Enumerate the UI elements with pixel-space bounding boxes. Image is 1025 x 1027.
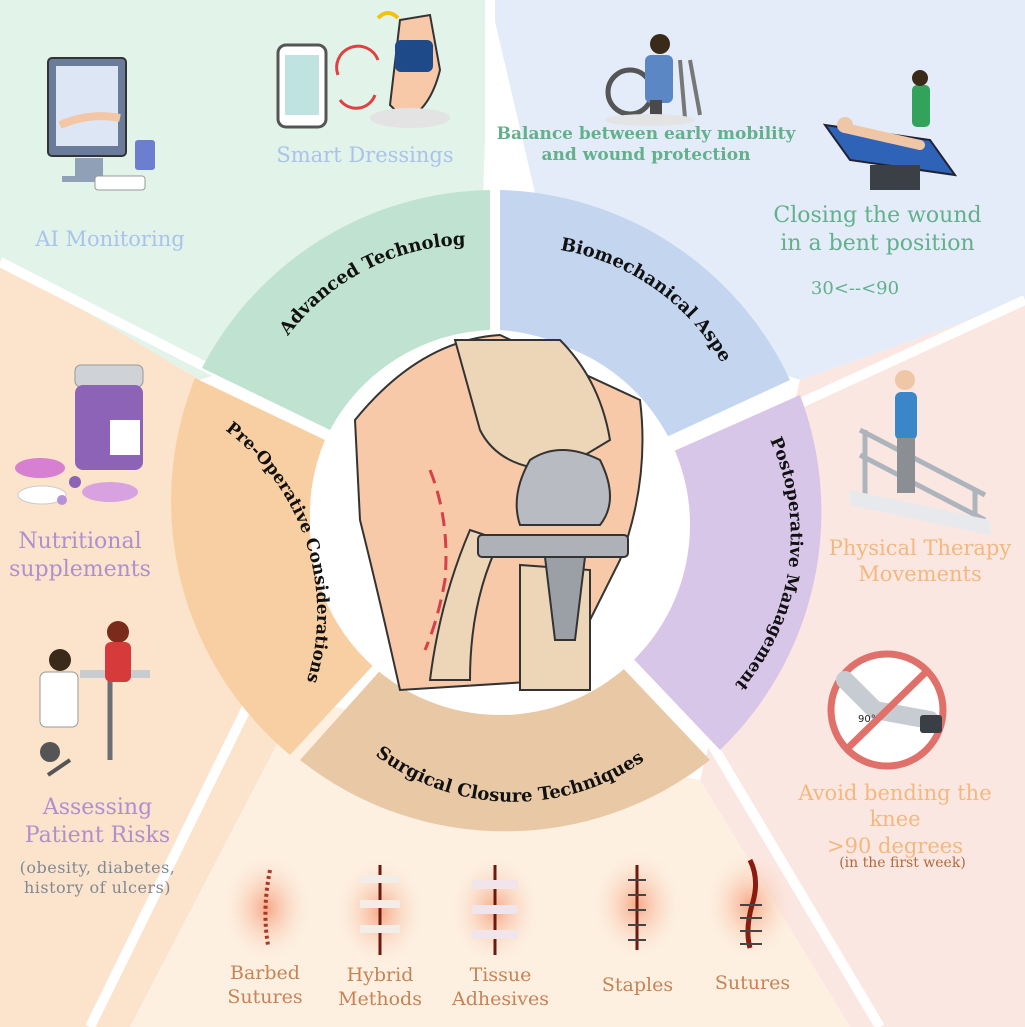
- staples-label: Staples: [601, 974, 674, 996]
- barbed-sutures-icon: [222, 853, 312, 963]
- wheelchair-walker-icon: [605, 34, 702, 126]
- sutures-icon: [705, 850, 795, 960]
- ring-preop: [171, 378, 378, 755]
- knee-implant-illustration: [353, 333, 644, 692]
- smart-dressings-label: Smart Dressings: [276, 143, 454, 167]
- hybrid-methods-icon: [335, 857, 425, 967]
- first-week-label: (in the first week): [839, 855, 966, 871]
- closing-angle-label: 30<--<90: [810, 278, 900, 299]
- monitor-hand-pill-icon: [47, 57, 155, 191]
- sutures-label: Sutures: [714, 972, 791, 994]
- smartphone-knee-brace-icon: [276, 11, 450, 129]
- pill-bottle-capsules-icon: [15, 364, 144, 505]
- tissue-adhesives-icon: [450, 855, 540, 965]
- no-bend-knee-icon: 90°: [827, 650, 947, 770]
- avoid-bending-label: Avoid bending the knee>90 degrees: [798, 781, 992, 858]
- doctor-patient-consult-icon: [39, 621, 150, 777]
- staples-icon: [592, 850, 682, 960]
- angle-mark: 90°: [858, 714, 876, 725]
- ring-advanced: [202, 190, 490, 430]
- ai-monitoring-label: AI Monitoring: [35, 227, 185, 251]
- surgery-table-icon: [822, 70, 958, 190]
- parallel-bars-man-icon: [850, 370, 990, 535]
- ring-surgical: [300, 665, 710, 832]
- ring-biomech: [500, 190, 790, 440]
- risk-detail-label: (obesity, diabetes,history of ulcers): [19, 858, 176, 897]
